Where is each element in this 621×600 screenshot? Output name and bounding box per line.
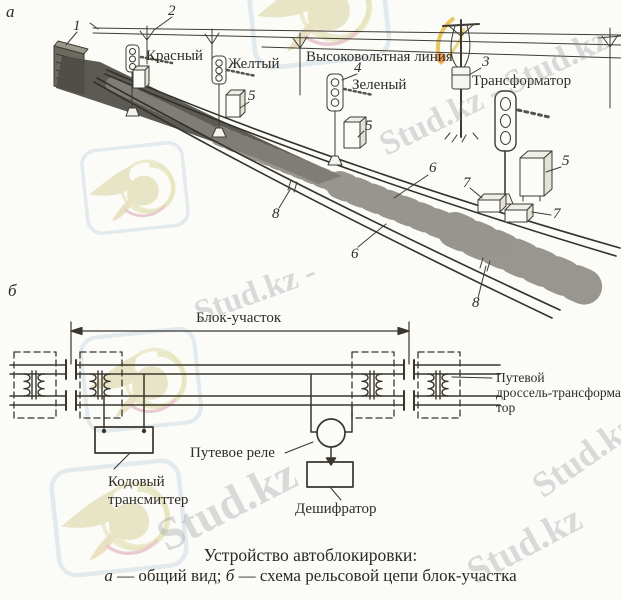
code-transmitter xyxy=(94,373,154,470)
signal-yellow xyxy=(211,55,258,138)
label-choke-transformer: дроссель-трансформа- xyxy=(496,385,621,400)
rails xyxy=(93,69,621,319)
label-choke-transformer: тор xyxy=(496,400,515,415)
power-pole xyxy=(292,32,308,96)
decoder-box xyxy=(306,461,354,488)
label-hv-line: Высоковольтная линия xyxy=(306,49,453,65)
caption-b-text: — схема рельсовой цепи блок-участка xyxy=(234,566,517,585)
label-transformer: Трансформатор xyxy=(472,73,571,89)
callout-5: 5 xyxy=(365,118,373,134)
figure-b-label: б xyxy=(8,281,17,300)
callout-6: 6 xyxy=(351,246,359,262)
label-code-transmitter: Кодовый xyxy=(108,474,165,490)
caption-a-letter: а xyxy=(104,566,113,585)
callout-6: 6 xyxy=(429,160,437,176)
callout-2: 2 xyxy=(168,3,176,19)
power-pole xyxy=(597,27,621,109)
callout-5: 5 xyxy=(562,153,570,169)
callout-7: 7 xyxy=(553,206,562,222)
caption-title: Устройство автоблокировки: xyxy=(203,545,418,565)
choke-winding xyxy=(23,370,111,400)
callout-1: 1 xyxy=(73,18,81,34)
schematic-rails xyxy=(9,364,501,406)
figure-a: а xyxy=(6,2,621,319)
choke-winding xyxy=(361,370,449,400)
relay-cabinet xyxy=(343,116,367,149)
label-block-section: Блок-участок xyxy=(196,310,282,326)
label-red-signal: Красный xyxy=(146,48,203,64)
track-box xyxy=(477,193,507,213)
transformer-pole xyxy=(442,19,480,143)
label-code-transmitter: трансмиттер xyxy=(108,492,188,508)
label-yellow-signal: Желтый xyxy=(228,56,279,72)
signal-red xyxy=(125,44,174,117)
label-track-relay: Путевое реле xyxy=(190,445,275,461)
callout-leaders xyxy=(65,16,562,299)
power-lines xyxy=(89,22,621,59)
label-choke-transformer: Путевой xyxy=(496,370,545,385)
block-section-dimension xyxy=(70,321,410,365)
callout-3: 3 xyxy=(481,54,490,70)
callout-4: 4 xyxy=(354,60,362,76)
rail-joint xyxy=(287,179,491,272)
relay-cabinet xyxy=(519,150,553,202)
callout-8: 8 xyxy=(272,206,280,222)
figure-b: б xyxy=(8,281,621,517)
decoder-leader xyxy=(329,486,342,501)
callout-5: 5 xyxy=(248,88,256,104)
transformer-box xyxy=(451,66,471,90)
callout-8: 8 xyxy=(472,295,480,311)
caption-b-letter: б xyxy=(225,566,235,585)
insulated-joint xyxy=(65,359,415,411)
track-relay xyxy=(310,373,353,466)
track-relay-leader xyxy=(284,441,314,454)
choke-label-leader xyxy=(451,376,493,379)
caption-subtitle: а — общий вид; б — схема рельсовой цепи … xyxy=(0,566,621,586)
label-decoder: Дешифратор xyxy=(295,501,377,517)
label-green-signal: Зеленый xyxy=(352,77,406,93)
choke-transformer-dashed-box xyxy=(13,351,461,419)
callout-7: 7 xyxy=(463,175,472,191)
sleepers xyxy=(105,77,603,305)
relay-cabinet xyxy=(132,65,150,89)
signal-green xyxy=(326,73,375,166)
relay-cabinet xyxy=(225,89,246,118)
caption-a-text: — общий вид; xyxy=(112,566,226,585)
figure-a-label: а xyxy=(6,2,15,21)
track-box xyxy=(504,203,534,223)
